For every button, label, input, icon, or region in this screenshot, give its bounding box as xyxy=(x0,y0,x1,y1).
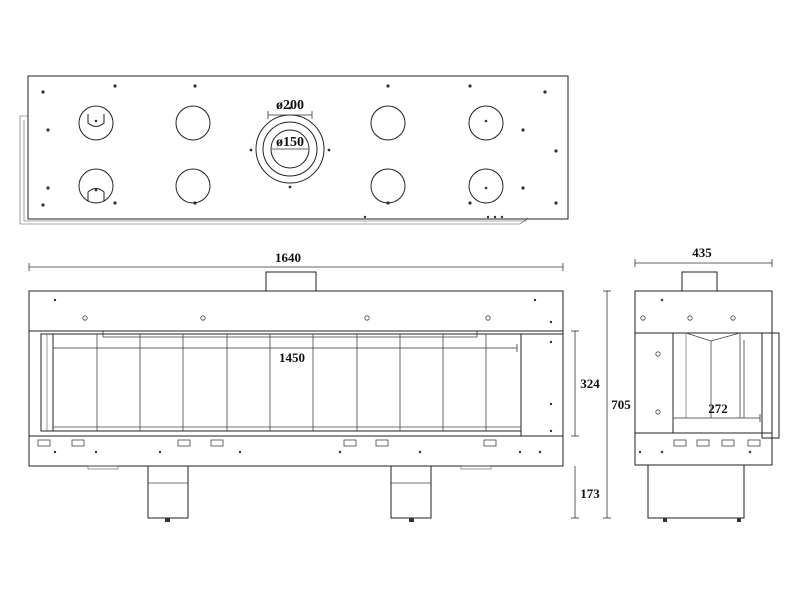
flue-box xyxy=(265,271,317,292)
depth-dim: 435 xyxy=(692,245,712,260)
opening-width-dim: 1450 xyxy=(279,350,305,365)
front-vents xyxy=(37,439,542,454)
overall-height-dim: 705 xyxy=(611,397,631,412)
top-band xyxy=(28,290,564,332)
side-flue-box xyxy=(681,271,718,292)
leg-height-dim: 173 xyxy=(580,486,600,501)
front-legs xyxy=(147,465,432,522)
top-view: ø200 ø150 xyxy=(19,75,569,225)
side-leg xyxy=(647,464,745,519)
side-vents xyxy=(638,439,761,454)
overall-width-dim: 1640 xyxy=(275,250,301,265)
top-mount-dots xyxy=(41,84,558,219)
inner-depth-dim: 272 xyxy=(708,401,728,416)
chimney-collar: ø200 ø150 xyxy=(255,98,325,184)
top-ports xyxy=(78,105,504,204)
front-view: 1640 xyxy=(28,250,631,522)
side-view: 435 272 xyxy=(634,245,780,522)
glass-panel xyxy=(52,333,522,432)
top-plate xyxy=(27,75,569,220)
opening-height-dim: 324 xyxy=(580,376,600,391)
chimney-outer-dim: ø200 xyxy=(276,98,304,113)
chimney-inner-dim: ø150 xyxy=(276,135,304,150)
